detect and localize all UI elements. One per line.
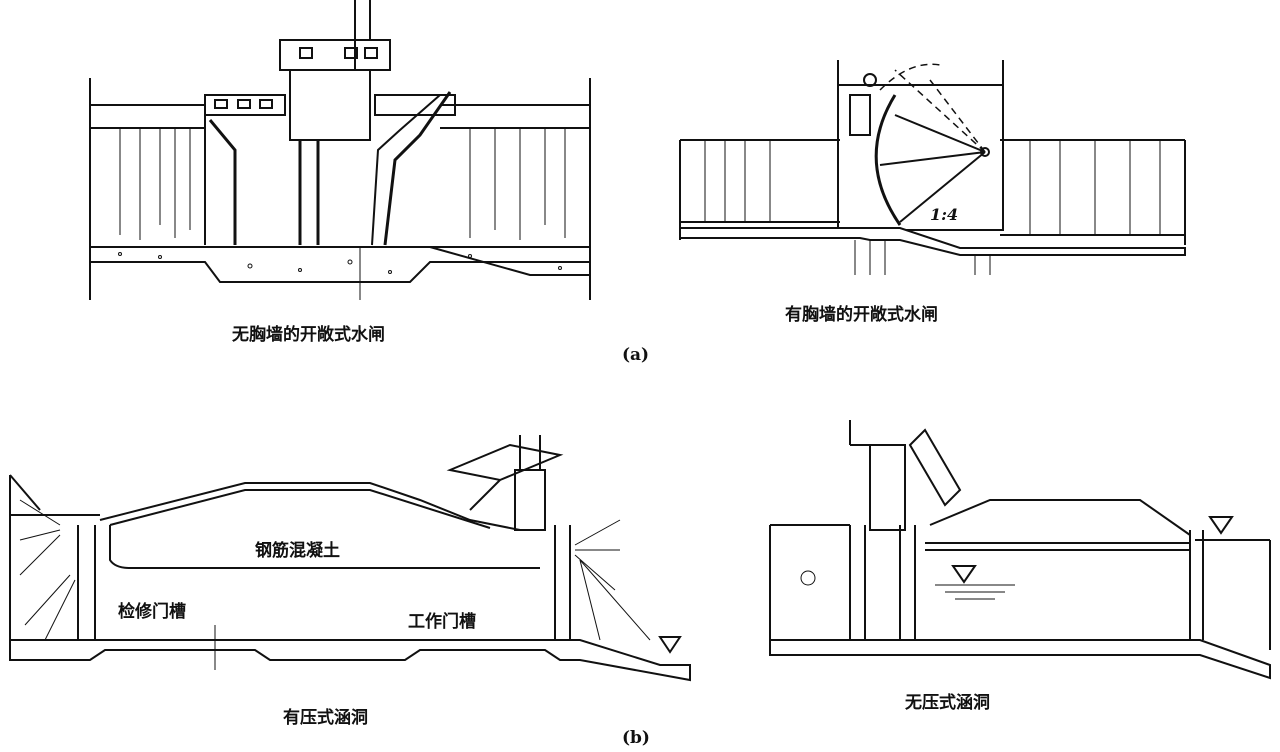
caption-pressurized-culvert: 有压式涵洞 — [283, 708, 368, 728]
non-pressurized-culvert — [769, 420, 1271, 680]
panel-label-a: (a) — [622, 345, 650, 365]
open-sluice-without-breast-wall — [89, 0, 591, 300]
pressurized-culvert — [9, 435, 691, 682]
label-working-gate-slot: 工作门槽 — [408, 612, 476, 632]
caption-open-sluice-without-breast-wall: 无胸墙的开敞式水闸 — [232, 325, 385, 345]
label-reinforced-concrete: 钢筋混凝土 — [255, 541, 340, 561]
label-maintenance-gate-slot: 检修门槽 — [118, 602, 186, 622]
caption-non-pressurized-culvert: 无压式涵洞 — [905, 693, 990, 713]
slope-ratio-label: 1:4 — [930, 205, 959, 224]
caption-open-sluice-with-breast-wall: 有胸墙的开敞式水闸 — [785, 305, 938, 325]
open-sluice-with-breast-wall — [679, 60, 1186, 275]
panel-label-b: (b) — [622, 728, 650, 748]
